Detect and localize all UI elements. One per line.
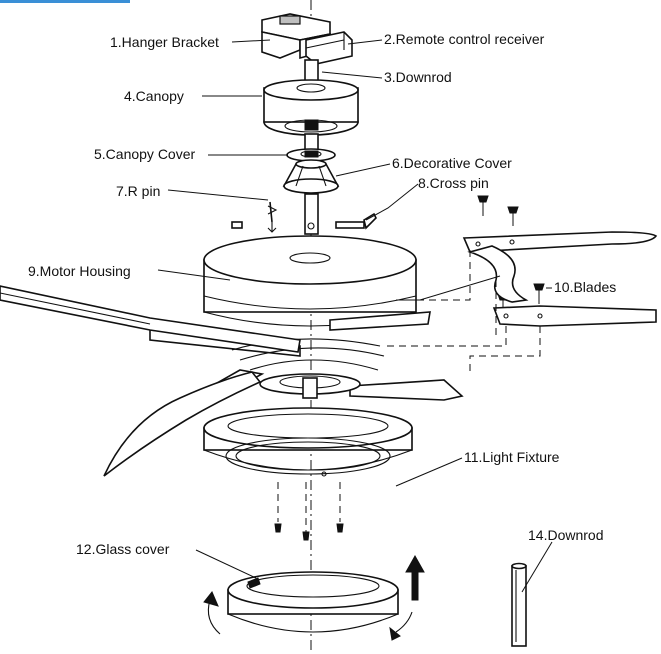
blade-screw-3 — [533, 283, 545, 304]
blade-screw-1 — [477, 195, 489, 216]
label-cross-pin: 8.Cross pin — [418, 175, 489, 191]
leader-l11 — [395, 457, 463, 487]
leader-l12 — [195, 549, 257, 579]
blade-bracket-upper — [462, 231, 658, 303]
blade-bracket-lower — [492, 305, 657, 327]
label-decorative-cover: 6.Decorative Cover — [392, 155, 512, 171]
label-remote-control-receiver: 2.Remote control receiver — [384, 31, 545, 47]
label-motor-housing: 9.Motor Housing — [28, 263, 131, 279]
label-hanger-bracket: 1.Hanger Bracket — [110, 34, 219, 50]
label-canopy-cover: 5.Canopy Cover — [94, 146, 196, 162]
label-light-fixture: 11.Light Fixture — [464, 449, 560, 465]
hanger-bracket — [261, 13, 331, 60]
rotate-arrow-left-icon — [203, 591, 221, 635]
rotate-arrow-right-icon — [389, 611, 413, 641]
leader-l9 — [157, 269, 231, 281]
remote-control-receiver — [305, 31, 353, 65]
blade-left-long — [0, 285, 301, 353]
label-blades: 10.Blades — [554, 279, 616, 295]
blade-left-lower — [103, 371, 262, 477]
bolt-left — [231, 221, 243, 229]
guide-line-right-2 — [384, 326, 507, 347]
spare-downrod — [511, 562, 527, 647]
blade-screw-2 — [507, 206, 519, 226]
blade-left-edge — [0, 292, 151, 325]
cropped-header-fragment — [0, 0, 130, 3]
leader-l3 — [321, 71, 383, 79]
label-spare-downrod: 14.Downrod — [528, 527, 604, 543]
cross-pin — [335, 212, 377, 230]
leader-l10-blade — [396, 275, 501, 301]
guide-line-upper-right — [400, 250, 471, 301]
label-r-pin: 7.R pin — [116, 183, 160, 199]
decorative-cover — [282, 159, 340, 194]
leader-l2 — [347, 39, 383, 45]
push-up-arrow-icon — [405, 554, 425, 601]
light-fixture — [203, 407, 413, 477]
glass-screw-1 — [274, 523, 282, 533]
leader-l7 — [167, 189, 269, 201]
r-pin — [267, 201, 278, 233]
glass-screw-2 — [302, 531, 310, 541]
downrod-stem — [304, 133, 319, 151]
label-glass-cover: 12.Glass cover — [76, 541, 170, 557]
canopy — [263, 79, 359, 136]
downrod-pin-hole — [307, 222, 315, 230]
guide-line-lower-right — [469, 326, 541, 372]
downrod-lower — [304, 193, 319, 235]
glass-cover — [227, 571, 399, 633]
leader-l6 — [335, 163, 391, 177]
leader-l8 — [365, 183, 419, 221]
label-canopy: 4.Canopy — [124, 88, 184, 104]
leader-l14 — [521, 541, 553, 593]
glass-screw-3 — [336, 523, 344, 533]
label-downrod: 3.Downrod — [384, 69, 452, 85]
leader-l1 — [231, 39, 271, 43]
switch-housing — [259, 373, 361, 399]
motor-housing — [203, 235, 417, 327]
